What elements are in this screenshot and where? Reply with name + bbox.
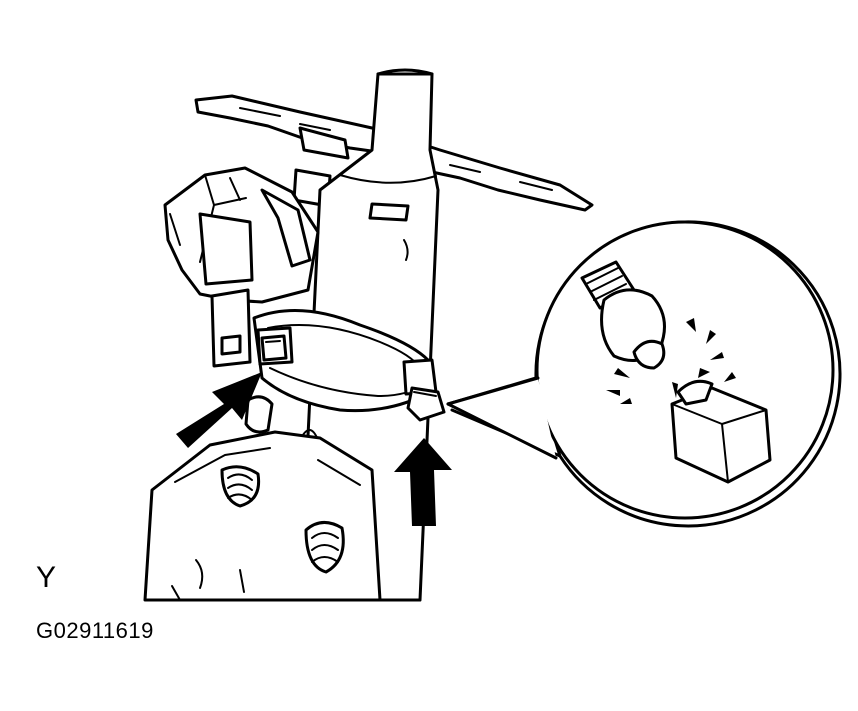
key-cylinder-assembly — [163, 166, 320, 368]
broken-bolt-head-detail — [670, 379, 772, 484]
clamp-bolt-left — [260, 334, 288, 362]
arrow-left-bolt — [176, 372, 262, 448]
figure-code-label: G02911619 — [36, 618, 154, 643]
column-lower-bracket — [143, 395, 382, 602]
break-lines — [606, 318, 736, 404]
detail-callout — [446, 220, 842, 528]
view-letter-label: Y — [36, 561, 57, 594]
clamp-bolt-right — [406, 386, 446, 422]
arrow-right-bolt — [394, 438, 452, 526]
bolt-detail — [580, 260, 666, 370]
